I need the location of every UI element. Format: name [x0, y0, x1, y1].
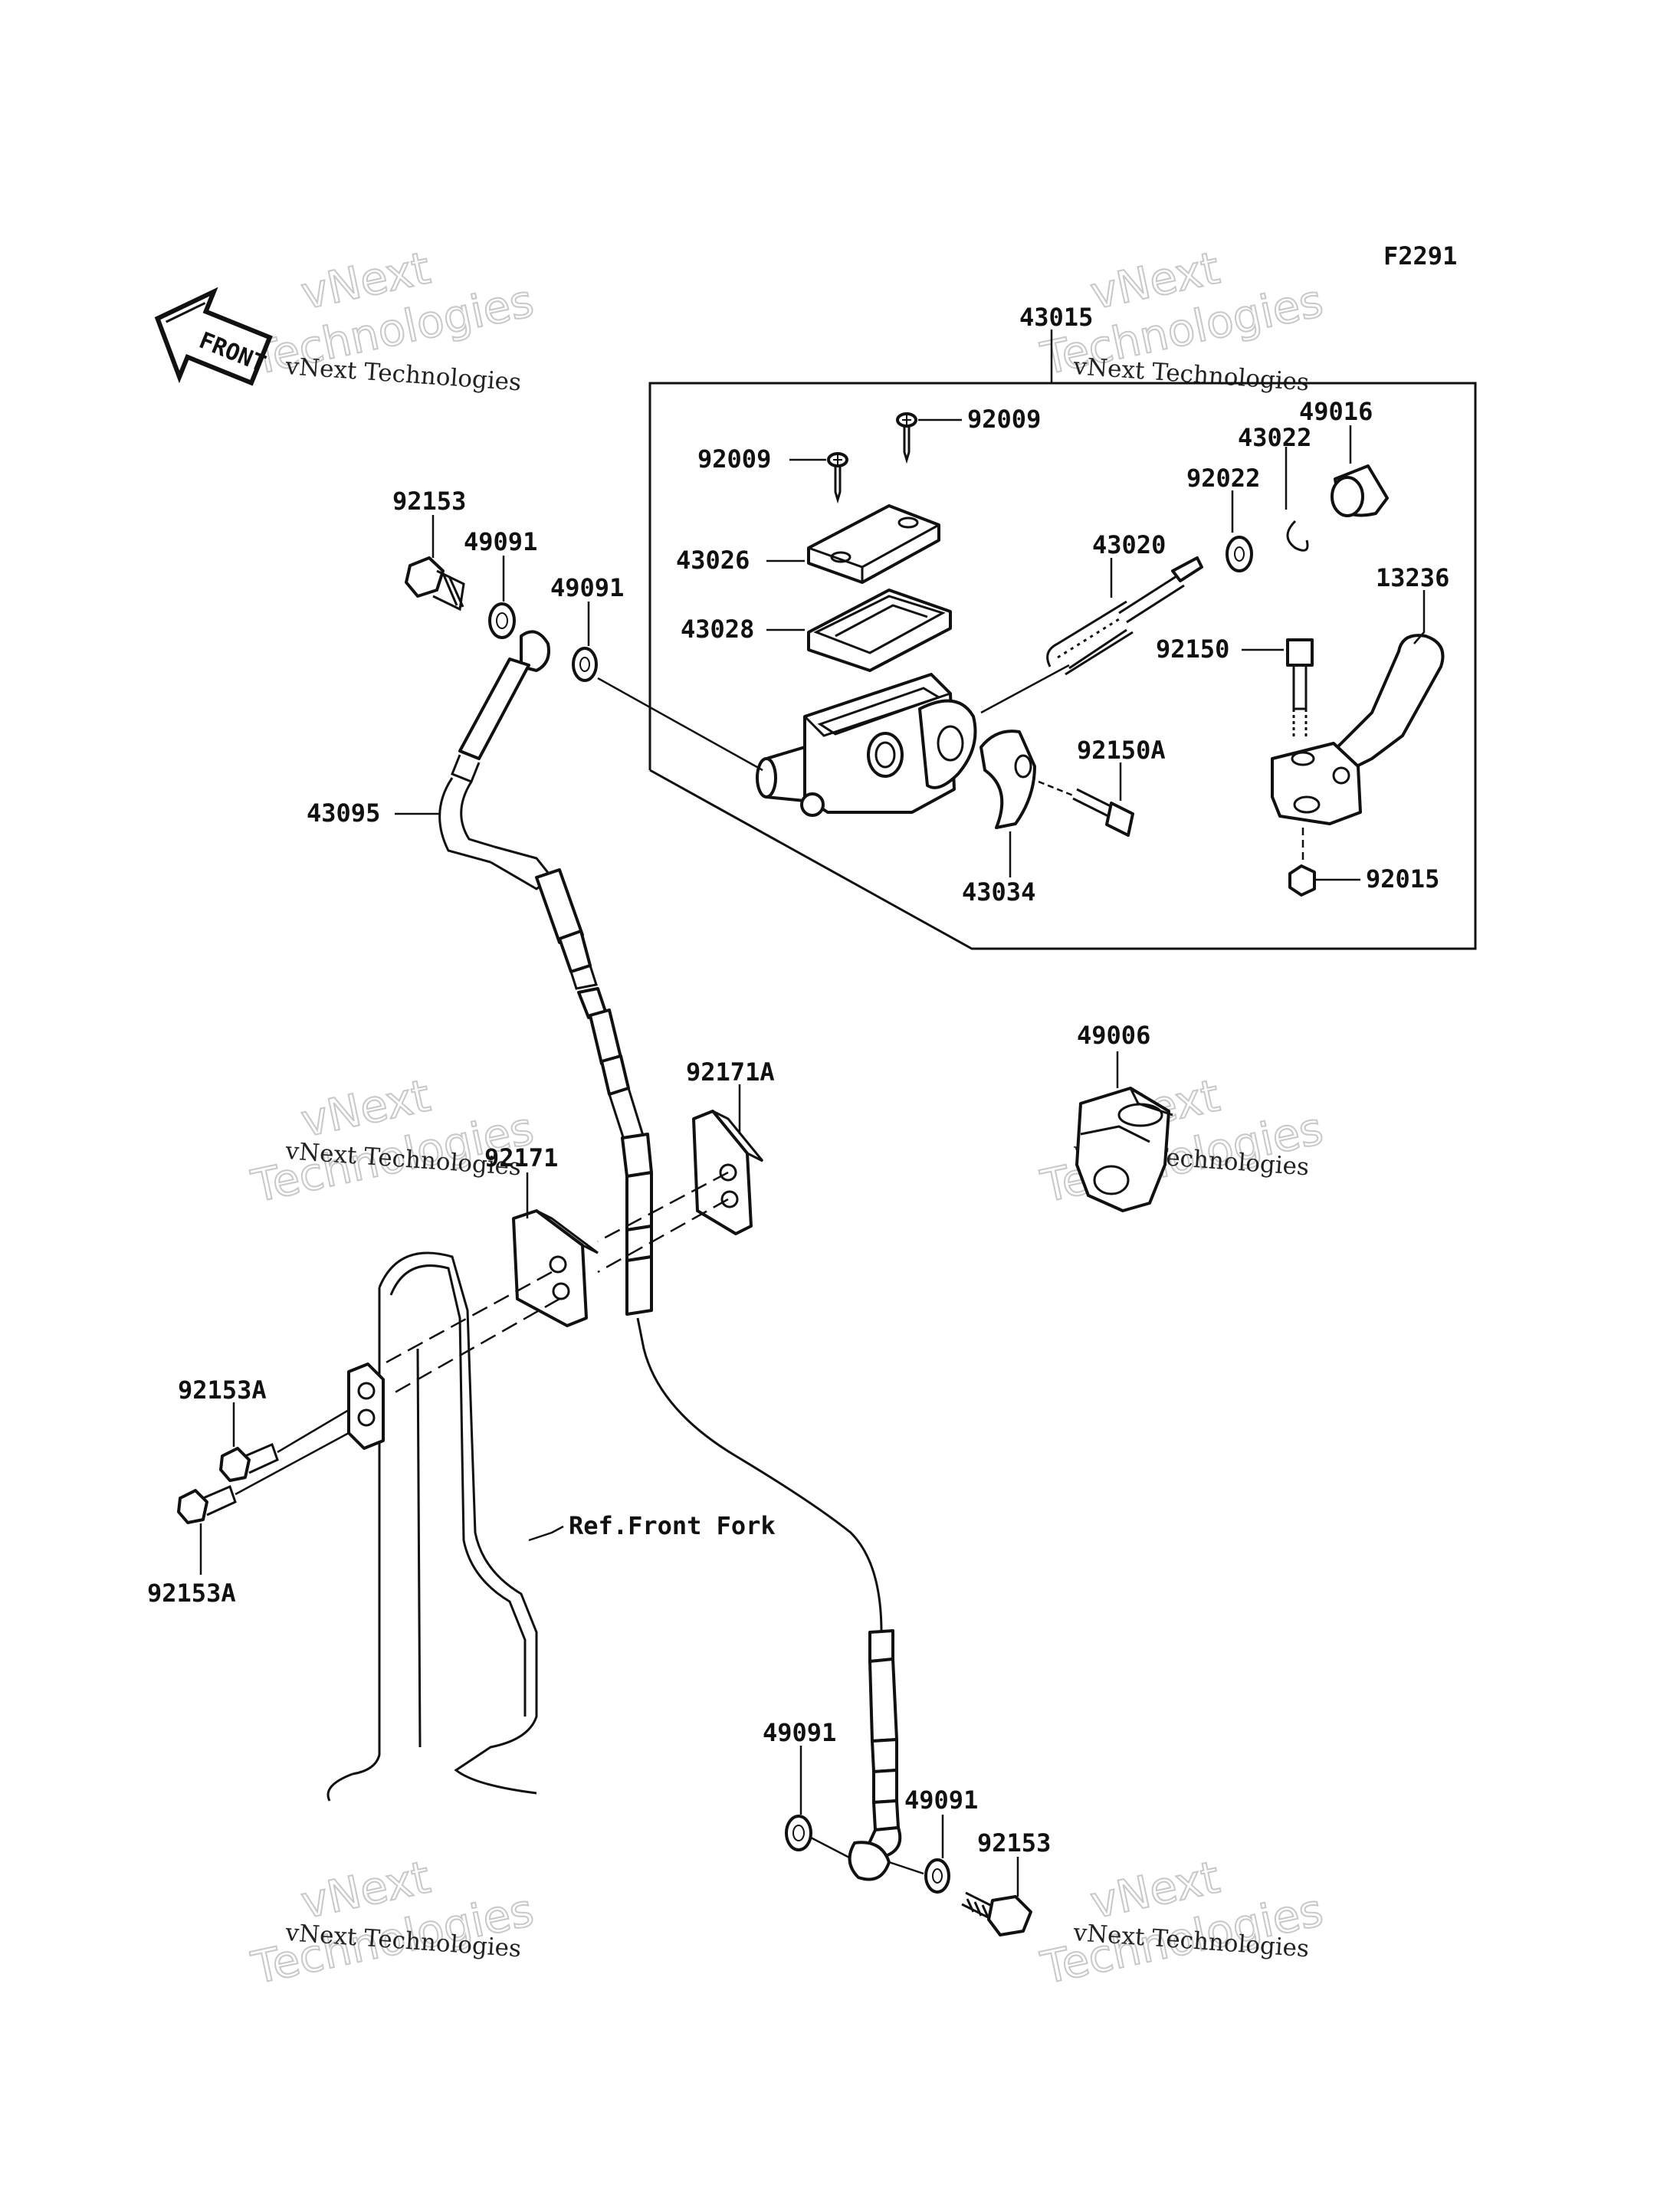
diaphragm-icon [807, 589, 952, 672]
reservoir-cap-icon [807, 504, 940, 584]
washer-icon [785, 1815, 812, 1851]
part-label-92150A: 92150A [1077, 736, 1166, 765]
part-label-43095: 43095 [307, 798, 380, 828]
brake-lever-icon [1271, 634, 1445, 825]
fork-bracket-icon [512, 1209, 599, 1327]
front-fork-icon [326, 1251, 538, 1802]
hose-bracket-icon [692, 1110, 764, 1235]
watermark-text: vNext Technologies [1071, 353, 1310, 396]
part-label-92153-bottom: 92153 [977, 1828, 1051, 1858]
part-label-92022: 92022 [1186, 464, 1260, 493]
part-label-43022: 43022 [1238, 423, 1311, 452]
part-label-92009-top: 92009 [967, 405, 1041, 434]
banjo-bolt-icon [405, 556, 465, 612]
part-label-92015: 92015 [1366, 864, 1439, 894]
washer-icon [572, 647, 598, 682]
fork-mount-lug-icon [347, 1362, 385, 1450]
master-cylinder-body-icon [756, 673, 977, 817]
washer-icon [488, 602, 516, 639]
assembly-outline [648, 330, 1477, 950]
washer-icon [1226, 536, 1253, 572]
pivot-bolt-icon [1286, 638, 1314, 739]
part-label-43020: 43020 [1092, 530, 1166, 559]
part-label-92171: 92171 [484, 1143, 558, 1172]
part-label-49091-top-a: 49091 [464, 527, 537, 556]
screw-icon [827, 452, 848, 504]
figure-code: F2291 [1383, 241, 1457, 271]
part-label-43015: 43015 [1019, 303, 1093, 332]
part-label-92153A-bottom: 92153A [147, 1579, 236, 1608]
part-label-43026: 43026 [676, 546, 750, 575]
part-label-49016: 49016 [1299, 397, 1373, 426]
part-label-92153-top: 92153 [392, 487, 466, 516]
clamp-icon [979, 730, 1036, 829]
screw-icon [896, 412, 917, 464]
part-label-92171A: 92171A [686, 1058, 775, 1087]
cover-icon [1075, 1087, 1173, 1212]
watermark-bottom-right: vNext Technologies [1035, 1850, 1328, 1995]
part-label-49091-bottom-a: 49091 [763, 1718, 836, 1747]
part-label-13236: 13236 [1376, 563, 1449, 592]
part-label-92153A-top: 92153A [178, 1376, 267, 1405]
boot-icon [1331, 464, 1389, 517]
washer-icon [924, 1858, 950, 1894]
watermark-mid-left: vNext Technologies [246, 1068, 539, 1213]
watermark-bottom-left: vNext Technologies [246, 1850, 539, 1995]
part-label-43028: 43028 [681, 615, 754, 644]
part-label-92009-left: 92009 [697, 444, 771, 474]
banjo-bolt-icon [961, 1891, 1032, 1936]
bolt-icon [219, 1408, 349, 1482]
nut-icon [1288, 864, 1316, 897]
front-arrow-icon: FRONT [154, 287, 273, 386]
part-label-49091-bottom-b: 49091 [904, 1785, 978, 1815]
part-label-49006: 49006 [1077, 1021, 1150, 1050]
part-label-92150: 92150 [1156, 635, 1229, 664]
brake-hose-icon [438, 630, 902, 1881]
watermark-text: vNext Technologies [284, 353, 522, 396]
circlip-icon [1286, 520, 1309, 552]
clamp-bolt-icon [1072, 788, 1134, 837]
fork-reference-label: Ref.Front Fork [569, 1511, 776, 1540]
bolt-icon [177, 1431, 349, 1524]
watermark-mid-right: vNext Technologies [1035, 1068, 1328, 1213]
part-label-49091-top-b: 49091 [550, 573, 624, 602]
piston-spring-icon [1046, 556, 1203, 676]
part-label-43034: 43034 [962, 877, 1035, 907]
